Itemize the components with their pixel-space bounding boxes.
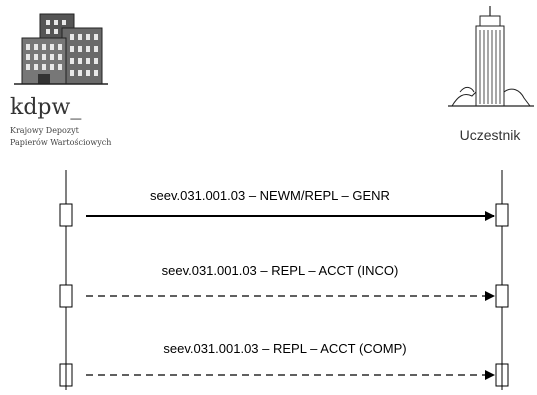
message-label-2: seev.031.001.03 – REPL – ACCT (INCO) [162,263,399,278]
message-label-3: seev.031.001.03 – REPL – ACCT (COMP) [163,341,406,356]
kdpw-logo-text: kdpw_ [10,95,81,120]
activation-box-right-2 [495,284,509,308]
office-building-icon [14,13,108,85]
activation-box-right-1 [495,203,509,227]
message-label-1: seev.031.001.03 – NEWM/REPL – GENR [150,188,390,203]
kdpw-subtitle-line1: Krajowy Depozyt [10,126,80,135]
skyscraper-icon [448,6,534,107]
kdpw-subtitle-line2: Papierów Wartościowych [10,138,111,147]
activation-box-left-1 [59,203,73,227]
activation-box-left-2 [59,284,73,308]
participant-label-uczestnik: Uczestnik [460,127,522,143]
